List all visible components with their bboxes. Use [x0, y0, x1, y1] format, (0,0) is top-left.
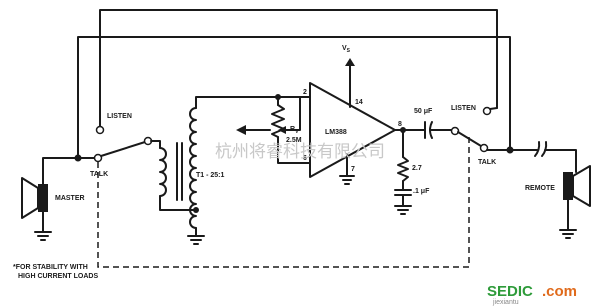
switch-left-listen-contact: [95, 125, 105, 135]
ground-remote: [559, 229, 577, 239]
switch-left-talk-contact: [93, 153, 103, 163]
pot-adjust-arrowhead: [236, 125, 246, 135]
ground-zobel: [394, 205, 412, 215]
switch-left-lever: [100, 141, 146, 157]
potentiometer-resistor: [271, 104, 285, 138]
pot-wiper-arrow: [278, 126, 286, 134]
pin8-label: 8: [398, 121, 402, 128]
zobel-resistor: [397, 156, 409, 182]
lm388-amplifier: [309, 82, 396, 178]
pin7-label: 7: [351, 166, 355, 173]
res-value-label: 2.7: [412, 165, 422, 172]
pin14-label: 14: [355, 99, 363, 106]
ground-transformer: [187, 235, 205, 245]
talk-left-label: TALK: [90, 171, 108, 178]
inner-loop-wire: [77, 36, 511, 159]
top-loop-wires: [77, 9, 511, 159]
master-speaker: [21, 177, 48, 219]
ground-master: [34, 231, 52, 241]
pot-name-label: RV: [290, 126, 299, 135]
ground-opamp: [339, 175, 355, 185]
transformer-bottom-junction: [193, 207, 199, 213]
supply-label: VS: [342, 45, 351, 54]
dashed-ground-line: [97, 134, 470, 268]
master-label: MASTER: [55, 195, 85, 202]
pot-bottom-lead: [277, 136, 311, 164]
cap-out-label: 50 μF: [414, 108, 433, 115]
remote-speaker-lead: [544, 149, 577, 173]
listen-right-label: LISTEN: [451, 105, 476, 112]
listen-left-label: LISTEN: [107, 113, 132, 120]
supply-arrow-icon: [345, 58, 355, 66]
remote-label: REMOTE: [525, 185, 555, 192]
cap-value-label: .1 μF: [413, 188, 430, 195]
svg-text:.com: .com: [542, 283, 577, 300]
pot-wiper-wire: [277, 96, 301, 131]
footnote-line1: *FOR STABILITY WITH: [13, 264, 88, 271]
svg-text:jiexiantu: jiexiantu: [492, 299, 519, 306]
listen-right-wire: [489, 107, 498, 110]
footnote-line2: HIGH CURRENT LOADS: [18, 273, 98, 280]
transformer-label: T1 - 25:1: [196, 172, 225, 179]
transformer-core: [176, 142, 183, 201]
talk-right-label: TALK: [478, 159, 496, 166]
switch-right-talk-contact: [479, 143, 489, 153]
sedic-logo-watermark: SEDIC .com jiexiantu: [487, 283, 577, 306]
chinese-watermark: 杭州将睿科技有限公司: [215, 142, 385, 162]
transformer-primary-coil: [159, 147, 167, 197]
svg-text:SEDIC: SEDIC: [487, 283, 533, 300]
transformer-secondary-coil: [189, 107, 197, 229]
switch-right-listen-contact: [482, 106, 492, 116]
switch-right-common-contact: [450, 126, 460, 136]
pot-value-label: 2.5M: [286, 137, 302, 144]
outer-loop-wire: [99, 9, 498, 131]
remote-speaker: [563, 165, 591, 207]
pin2-label: 2: [303, 89, 307, 96]
transformer-secondary-wiring: [189, 96, 311, 237]
master-speaker-wiring: [42, 157, 79, 233]
pin6-label: 6: [303, 155, 307, 162]
opamp-label: LM388: [325, 129, 347, 136]
transformer-primary-wiring: [150, 140, 191, 211]
